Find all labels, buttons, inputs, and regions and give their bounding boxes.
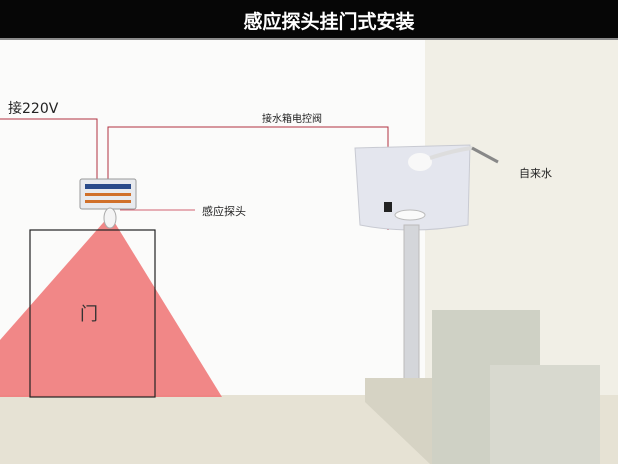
valve-wire (107, 126, 389, 230)
power-label: 接220V (8, 101, 59, 117)
drain-pipe (403, 224, 420, 384)
water-tank (354, 144, 499, 231)
page-title: 感应探头挂门式安装 (243, 11, 415, 33)
water-label: 自来水 (519, 167, 552, 180)
valve-label: 接水箱电控阀 (262, 114, 322, 125)
door-label: 门 (80, 304, 98, 325)
controller-box (79, 178, 137, 210)
header-bar (0, 0, 618, 40)
sensor-beam (0, 215, 222, 397)
installation-diagram (0, 40, 618, 464)
power-wire (0, 118, 98, 180)
sensor-label: 感应探头 (202, 205, 246, 218)
step-block-lower (490, 365, 600, 464)
door-frame (29, 229, 156, 398)
sensor-probe (103, 207, 117, 229)
